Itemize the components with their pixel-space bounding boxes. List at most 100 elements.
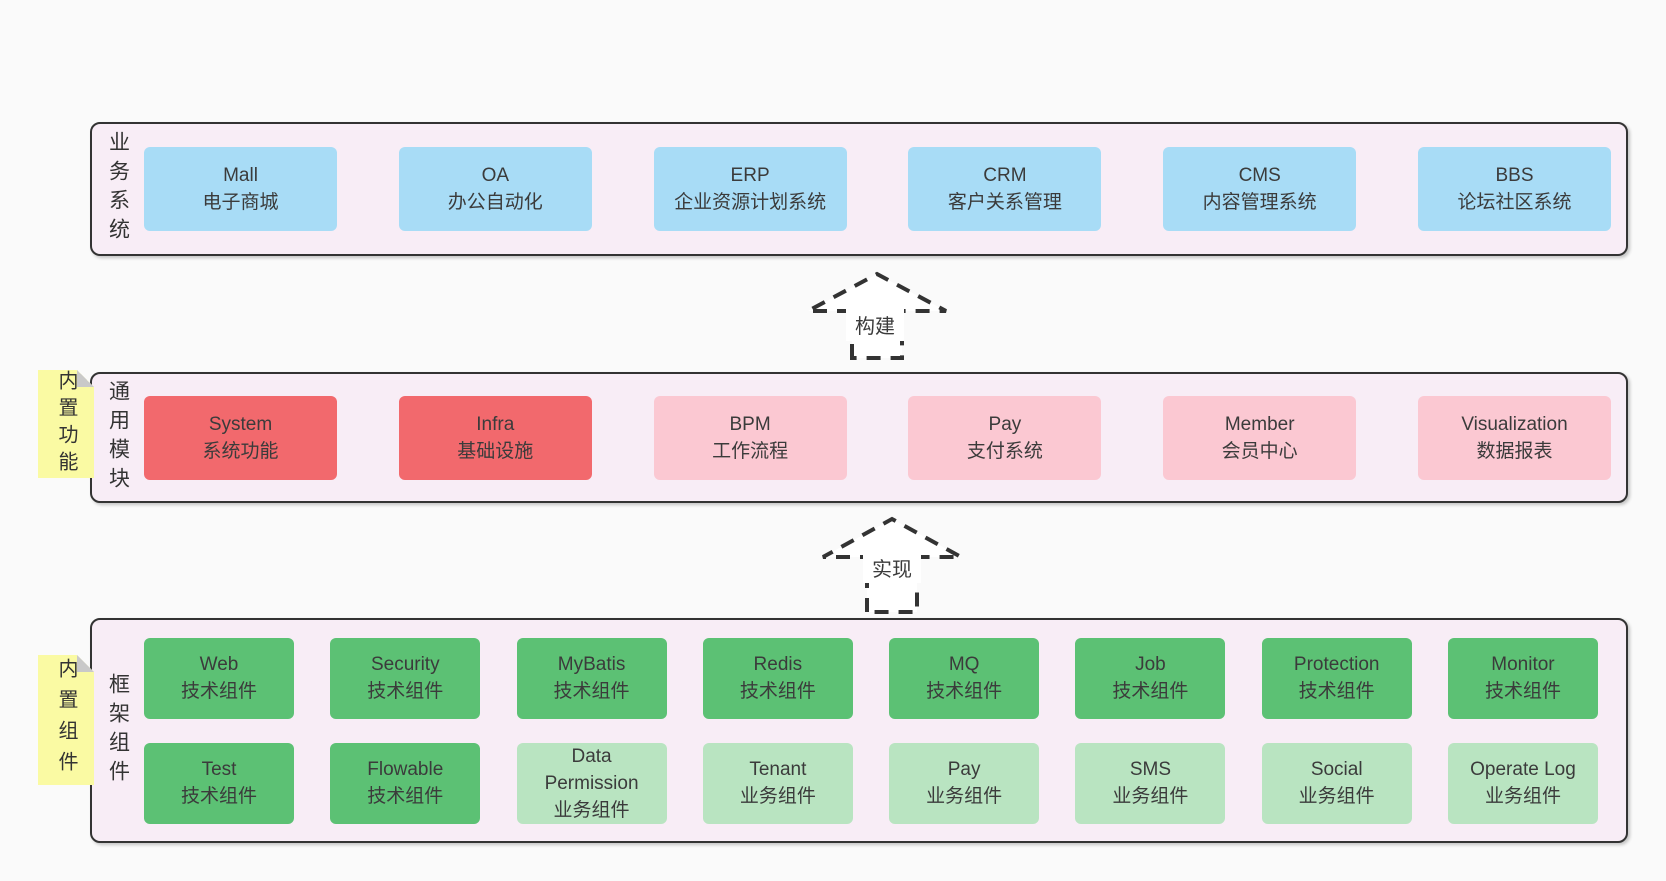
box-title: CRM xyxy=(983,165,1027,186)
box-title: Pay xyxy=(947,759,981,780)
box-title: Social xyxy=(1310,759,1363,780)
box-subtitle: 技术组件 xyxy=(1112,681,1189,702)
box-subtitle: 业务组件 xyxy=(1298,786,1375,807)
sticky-tab-text: 内置功能 xyxy=(55,370,77,478)
box-sms: SMS 业务组件 xyxy=(1075,742,1226,824)
box-title: Tenant xyxy=(749,759,807,780)
section-label-business: 业务系统 xyxy=(92,124,144,254)
box-subtitle: 技术组件 xyxy=(367,786,444,807)
box-data-permission: Data Permission 业务组件 xyxy=(516,742,667,824)
box-title: SMS xyxy=(1129,759,1171,780)
box-subtitle: 会员中心 xyxy=(1221,440,1298,462)
box-title: Operate Log xyxy=(1470,759,1576,780)
box-title: CMS xyxy=(1238,165,1281,186)
box-tenant: Tenant 业务组件 xyxy=(702,742,853,824)
sticky-tab-text: 内置组件 xyxy=(55,658,77,782)
box-redis: Redis 技术组件 xyxy=(702,637,853,719)
box-cms: CMS 内容管理系统 xyxy=(1163,147,1357,231)
box-subtitle: 企业资源计划系统 xyxy=(674,192,827,213)
box-subtitle: 业务组件 xyxy=(1484,786,1561,807)
box-subtitle: 技术组件 xyxy=(926,681,1003,702)
box-title: Test xyxy=(201,759,237,780)
box-title: ERP xyxy=(730,165,770,186)
box-flowable: Flowable 技术组件 xyxy=(330,742,481,824)
framework-row-1: Web 技术组件 Security 技术组件 MyBatis 技术组件 Redi… xyxy=(144,637,1598,719)
section-common-modules: 通用模块 System 系统功能 Infra 基础设施 BPM 工作流程 Pay… xyxy=(90,372,1628,503)
box-operate-log: Operate Log 业务组件 xyxy=(1447,742,1598,824)
section-label-modules: 通用模块 xyxy=(92,374,144,501)
box-visualization: Visualization 数据报表 xyxy=(1417,395,1611,480)
section-label-text: 业务系统 xyxy=(106,131,130,247)
box-erp: ERP 企业资源计划系统 xyxy=(653,147,847,231)
box-subtitle: 技术组件 xyxy=(180,786,257,807)
box-title: Redis xyxy=(753,654,803,675)
box-title: Infra xyxy=(476,413,515,435)
business-boxes-row: Mall 电子商城 OA 办公自动化 ERP 企业资源计划系统 CRM 客户关系… xyxy=(144,124,1626,254)
box-pay: Pay 支付系统 xyxy=(908,395,1102,480)
box-title: MQ xyxy=(948,654,980,675)
box-subtitle: 技术组件 xyxy=(367,681,444,702)
box-crm: CRM 客户关系管理 xyxy=(908,147,1102,231)
box-security: Security 技术组件 xyxy=(330,637,481,719)
box-title: Protection xyxy=(1293,654,1380,675)
arrow-label-build: 构建 xyxy=(846,307,904,341)
box-subtitle: 基础设施 xyxy=(457,440,534,462)
box-subtitle: 技术组件 xyxy=(553,681,630,702)
box-mq: MQ 技术组件 xyxy=(889,637,1040,719)
box-test: Test 技术组件 xyxy=(144,742,294,824)
section-framework-components: 框架组件 Web 技术组件 Security 技术组件 MyBatis 技术组件… xyxy=(90,618,1628,843)
box-web: Web 技术组件 xyxy=(144,637,294,719)
box-title: OA xyxy=(481,165,510,186)
framework-row-2: Test 技术组件 Flowable 技术组件 Data Permission … xyxy=(144,742,1598,824)
box-subtitle: 电子商城 xyxy=(202,192,279,213)
box-title: Mall xyxy=(223,165,258,186)
box-subtitle: 业务组件 xyxy=(926,786,1003,807)
box-subtitle: 技术组件 xyxy=(180,681,257,702)
box-subtitle: 支付系统 xyxy=(966,440,1043,462)
box-mybatis: MyBatis 技术组件 xyxy=(516,637,667,719)
sticky-tab-built-in-components: 内置组件 xyxy=(38,655,94,785)
box-title: Security xyxy=(370,654,440,675)
box-title: Web xyxy=(199,654,239,675)
box-subtitle: 业务组件 xyxy=(739,786,816,807)
box-title: BBS xyxy=(1495,165,1534,186)
box-bbs: BBS 论坛社区系统 xyxy=(1417,147,1611,231)
arrow-label-implement: 实现 xyxy=(863,551,921,583)
box-subtitle: 技术组件 xyxy=(739,681,816,702)
box-subtitle: 系统功能 xyxy=(202,440,279,462)
box-mall: Mall 电子商城 xyxy=(144,147,337,231)
box-title: BPM xyxy=(729,413,771,435)
box-oa: OA 办公自动化 xyxy=(398,147,592,231)
box-subtitle: 办公自动化 xyxy=(447,192,543,213)
modules-boxes-row: System 系统功能 Infra 基础设施 BPM 工作流程 Pay 支付系统… xyxy=(144,374,1626,501)
box-monitor: Monitor 技术组件 xyxy=(1447,637,1598,719)
box-infra: Infra 基础设施 xyxy=(398,395,592,480)
section-business-systems: 业务系统 Mall 电子商城 OA 办公自动化 ERP 企业资源计划系统 CRM… xyxy=(90,122,1628,256)
box-title: Member xyxy=(1224,413,1295,435)
box-subtitle: 论坛社区系统 xyxy=(1457,192,1572,213)
box-title: Data Permission xyxy=(544,745,639,794)
section-label-text: 通用模块 xyxy=(106,379,130,496)
framework-boxes-grid: Web 技术组件 Security 技术组件 MyBatis 技术组件 Redi… xyxy=(144,620,1626,841)
section-label-framework: 框架组件 xyxy=(92,620,144,841)
box-title: Job xyxy=(1135,654,1166,675)
box-title: MyBatis xyxy=(557,654,626,675)
box-subtitle: 数据报表 xyxy=(1476,440,1553,462)
box-title: Pay xyxy=(988,413,1022,435)
box-subtitle: 技术组件 xyxy=(1484,681,1561,702)
box-title: System xyxy=(208,413,273,435)
box-title: Monitor xyxy=(1491,654,1555,675)
box-protection: Protection 技术组件 xyxy=(1261,637,1412,719)
box-member: Member 会员中心 xyxy=(1163,395,1357,480)
box-social: Social 业务组件 xyxy=(1261,742,1412,824)
box-subtitle: 客户关系管理 xyxy=(947,192,1062,213)
sticky-tab-built-in-features: 内置功能 xyxy=(38,370,94,478)
box-subtitle: 工作流程 xyxy=(712,440,789,462)
box-title: Flowable xyxy=(367,759,444,780)
box-system: System 系统功能 xyxy=(144,395,337,480)
box-job: Job 技术组件 xyxy=(1075,637,1226,719)
box-title: Visualization xyxy=(1461,413,1568,435)
box-subtitle: 内容管理系统 xyxy=(1202,192,1317,213)
section-label-text: 框架组件 xyxy=(106,672,130,789)
box-subtitle: 业务组件 xyxy=(1112,786,1189,807)
